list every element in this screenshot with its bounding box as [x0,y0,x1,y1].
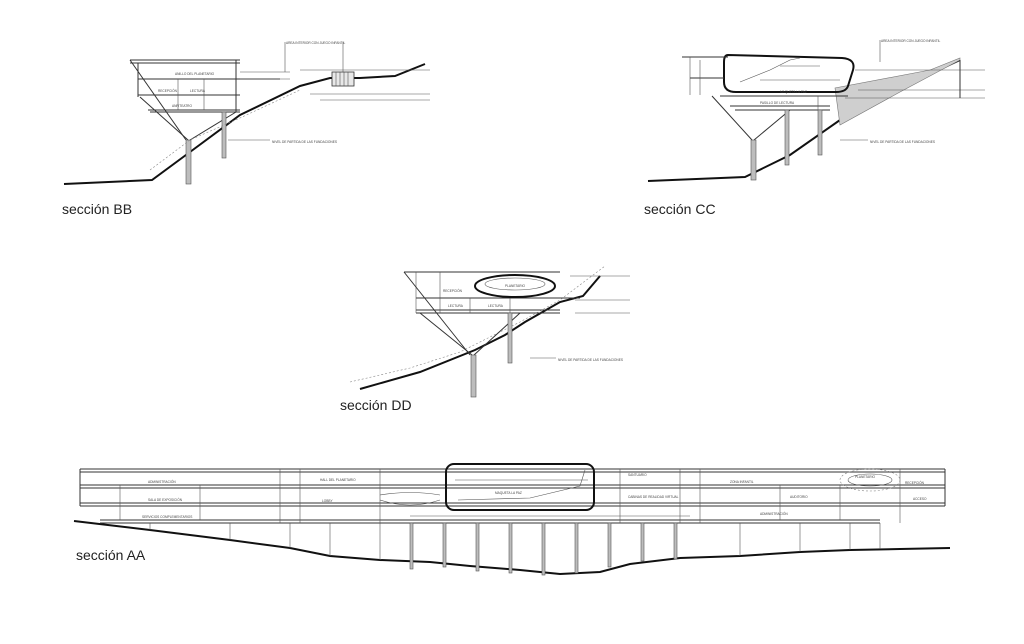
section-bb: AREA INTERIOR CON JUEGO INFANTIL ANILLO … [62,41,430,217]
cc-section-title: sección CC [644,201,716,217]
aa-label-6: MAQUETA LA PAZ [495,491,522,495]
aa-terrain-line [73,520,951,576]
aa-label-7: SANTUARIO [628,473,647,477]
aa-label-9: PLANETARIO [855,475,875,479]
aa-label-14: ACCESO [913,497,927,501]
cc-planetarium-capsule [723,53,855,93]
dd-planetarium-ellipse [474,274,556,298]
aa-label-1: ADMINISTRACIÓN [148,479,176,484]
aa-maqueta-capsule [445,463,595,511]
cc-label-1: AREA INTERIOR CON JUEGO INFANTIL [881,39,941,43]
cc-label-4: NIVEL DE PARTIDA DE LAS FUNDACIONES [870,140,935,144]
dd-terrain-line [359,275,601,390]
section-aa: ADMINISTRACIÓN SALA DE EXPOSICIÓN SERVIC… [73,463,951,576]
section-dd: PLANETARIO RECEPCIÓN LECTURA LECTURA NIV… [340,265,630,413]
aa-label-13: AUDITORIO [790,495,808,499]
dd-section-title: sección DD [340,397,412,413]
aa-label-2: SALA DE EXPOSICIÓN [148,497,183,502]
aa-label-4: HALL DEL PLANETARIO [320,478,356,482]
bb-label-1: AREA INTERIOR CON JUEGO INFANTIL [286,41,346,45]
aa-label-12: ZONA INFANTIL [730,480,754,484]
dd-label-4: LECTURA [488,304,504,308]
aa-label-8: CABINAS DE REALIDAD VIRTUAL [628,495,679,499]
dd-label-3: LECTURA [448,304,464,308]
bb-label-6: NIVEL DE PARTIDA DE LAS FUNDACIONES [272,140,337,144]
aa-label-11: RECEPCIÓN [905,480,925,485]
section-cc: AREA INTERIOR CON JUEGO INFANTIL MAQUETA… [644,39,985,217]
aa-label-5: LOBBY [322,499,334,503]
cc-label-3: PASILLO DE LECTURA [760,101,795,105]
bb-label-5: ANFITEATRO [172,104,192,108]
bb-label-3: RECEPCIÓN [158,88,178,93]
bb-label-2: ANILLO DEL PLANETARIO [175,72,215,76]
aa-label-10: ADMINISTRACIÓN [760,511,788,516]
bb-label-4: LECTURA [190,89,206,93]
aa-piles [409,522,678,576]
dd-label-2: RECEPCIÓN [443,288,463,293]
dd-label-5: NIVEL DE PARTIDA DE LAS FUNDACIONES [558,358,623,362]
aa-label-3: SERVICIOS COMPLEMENTARIOS [142,515,192,519]
bb-terrain-line [63,63,426,185]
cc-label-2: MAQUETA LA PAZ [780,90,807,94]
dd-label-1: PLANETARIO [505,284,525,288]
aa-section-title: sección AA [76,547,146,563]
bb-section-title: sección BB [62,201,132,217]
